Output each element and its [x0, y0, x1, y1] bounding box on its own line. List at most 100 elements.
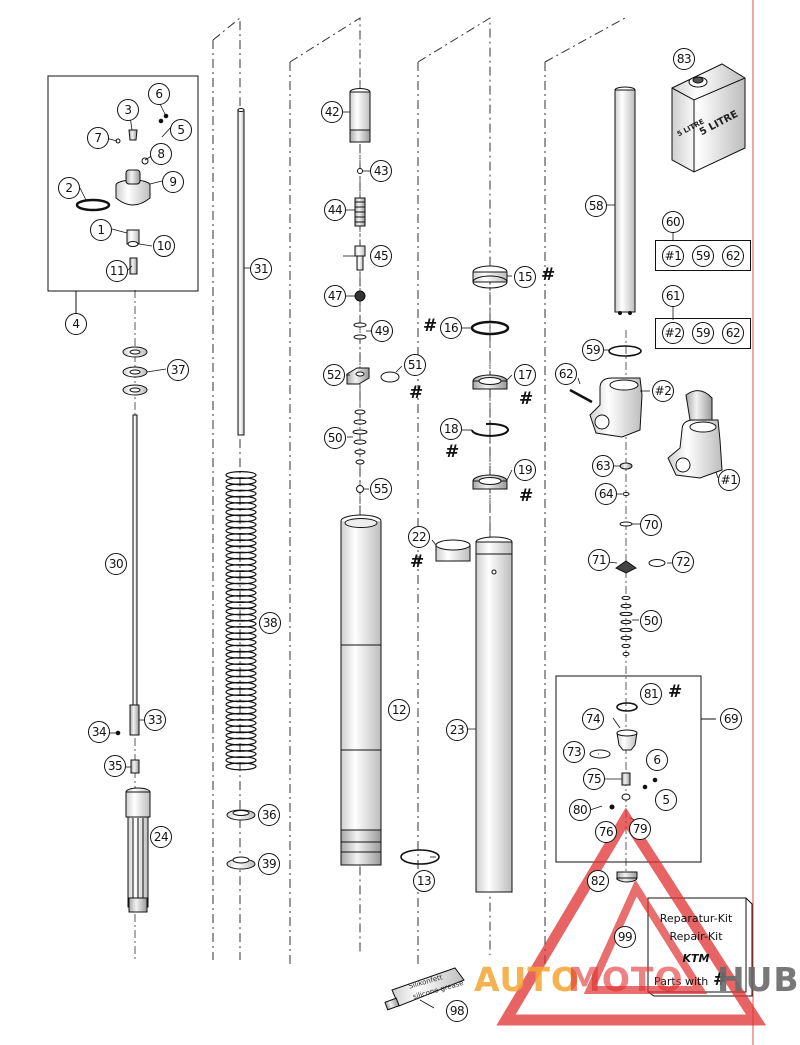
kit-box-60: [655, 240, 751, 271]
callout-8[interactable]: 8: [150, 143, 172, 165]
spring-coil: [225, 545, 257, 554]
callout-75[interactable]: 75: [583, 768, 605, 790]
callout-18[interactable]: 18: [440, 418, 462, 440]
axle-clamps: [569, 377, 723, 479]
air-tube: [608, 86, 642, 357]
callout-81[interactable]: 81: [640, 683, 662, 705]
callout-63[interactable]: 63: [592, 455, 614, 477]
callout-c2[interactable]: #2: [652, 380, 674, 402]
spring-coil: [225, 607, 257, 616]
callout-74[interactable]: 74: [582, 708, 604, 730]
callout-c1[interactable]: #1: [718, 469, 740, 491]
bushings-seals: [400, 265, 510, 865]
callout-17[interactable]: 17: [514, 364, 536, 386]
callout-69[interactable]: 69: [720, 708, 742, 730]
callout-7[interactable]: 7: [87, 127, 109, 149]
callout-76[interactable]: 76: [595, 821, 617, 843]
callout-98[interactable]: 98: [446, 1000, 468, 1022]
callout-30[interactable]: 30: [105, 553, 127, 575]
spring-coil: [225, 576, 257, 585]
callout-11[interactable]: 11: [106, 260, 128, 282]
callout-k1c[interactable]: 62: [722, 245, 744, 267]
inner-tube: [475, 536, 513, 893]
callout-72[interactable]: 72: [672, 551, 694, 573]
callout-70[interactable]: 70: [640, 514, 662, 536]
callout-34[interactable]: 34: [88, 721, 110, 743]
callout-52[interactable]: 52: [323, 364, 345, 386]
callout-82[interactable]: 82: [587, 870, 609, 892]
callout-19[interactable]: 19: [514, 459, 536, 481]
callout-58[interactable]: 58: [585, 195, 607, 217]
callout-71[interactable]: 71: [588, 549, 610, 571]
callout-24[interactable]: 24: [150, 826, 172, 848]
hash-mark-kit: #: [713, 970, 728, 990]
callout-83[interactable]: 83: [673, 48, 695, 70]
callout-k2[interactable]: #2: [662, 322, 684, 344]
spring-coil: [225, 731, 257, 740]
callout-50a[interactable]: 50: [324, 427, 346, 449]
callout-44[interactable]: 44: [324, 199, 346, 221]
callout-42[interactable]: 42: [321, 101, 343, 123]
callout-59a[interactable]: 59: [582, 339, 604, 361]
callout-99[interactable]: 99: [614, 926, 636, 948]
spring-coil: [225, 700, 257, 709]
callout-10[interactable]: 10: [153, 235, 175, 257]
callout-60[interactable]: 60: [662, 211, 684, 233]
outer-tube: [340, 514, 382, 866]
callout-k2b[interactable]: 59: [692, 322, 714, 344]
callout-3[interactable]: 3: [117, 99, 139, 121]
callout-73[interactable]: 73: [563, 741, 585, 763]
callout-38[interactable]: 38: [259, 612, 281, 634]
hash-mark-15: #: [541, 265, 556, 285]
callout-55[interactable]: 55: [370, 478, 392, 500]
callout-62a[interactable]: 62: [555, 363, 577, 385]
callout-6[interactable]: 6: [148, 83, 170, 105]
callout-35[interactable]: 35: [104, 755, 126, 777]
callout-61[interactable]: 61: [662, 285, 684, 307]
callout-16[interactable]: 16: [440, 317, 462, 339]
hash-mark-17: #: [519, 389, 534, 409]
callout-6b[interactable]: 6: [646, 749, 668, 771]
callout-31[interactable]: 31: [250, 258, 272, 280]
kit-box-61: [655, 318, 751, 349]
spring-coil: [225, 638, 257, 647]
spring-coil: [225, 762, 257, 771]
spring-seats: [226, 809, 256, 870]
callout-49[interactable]: 49: [371, 320, 393, 342]
callout-5[interactable]: 5: [170, 119, 192, 141]
callout-79[interactable]: 79: [629, 818, 651, 840]
callout-45[interactable]: 45: [370, 245, 392, 267]
callout-k1b[interactable]: 59: [692, 245, 714, 267]
compression-valve: [589, 702, 658, 883]
callout-39[interactable]: 39: [258, 853, 280, 875]
callout-2[interactable]: 2: [58, 177, 80, 199]
watermark-logo: [496, 807, 767, 1026]
callout-64[interactable]: 64: [595, 483, 617, 505]
callout-k1[interactable]: #1: [662, 245, 684, 267]
callout-23[interactable]: 23: [446, 719, 468, 741]
hash-mark-22: #: [410, 552, 425, 572]
callout-37[interactable]: 37: [167, 359, 189, 381]
callout-51[interactable]: 51: [404, 354, 426, 376]
callout-1[interactable]: 1: [90, 219, 112, 241]
callout-12[interactable]: 12: [388, 699, 410, 721]
callout-50b[interactable]: 50: [640, 610, 662, 632]
shim-washers: [122, 346, 148, 396]
callout-4[interactable]: 4: [65, 313, 87, 335]
base-valve-stack: [615, 462, 666, 657]
callout-5b[interactable]: 5: [655, 789, 677, 811]
kit-brand-logo: KTM: [682, 952, 710, 965]
callout-15[interactable]: 15: [514, 266, 536, 288]
hash-mark-19: #: [519, 486, 534, 506]
watermark-text-hub: HUB: [717, 960, 800, 999]
callout-43[interactable]: 43: [370, 160, 392, 182]
callout-36[interactable]: 36: [258, 804, 280, 826]
callout-k2c[interactable]: 62: [722, 322, 744, 344]
callout-13[interactable]: 13: [413, 870, 435, 892]
callout-9[interactable]: 9: [162, 171, 184, 193]
damper-housing: [125, 787, 151, 913]
callout-33[interactable]: 33: [144, 709, 166, 731]
callout-47[interactable]: 47: [324, 285, 346, 307]
callout-80[interactable]: 80: [569, 799, 591, 821]
callout-22[interactable]: 22: [408, 526, 430, 548]
